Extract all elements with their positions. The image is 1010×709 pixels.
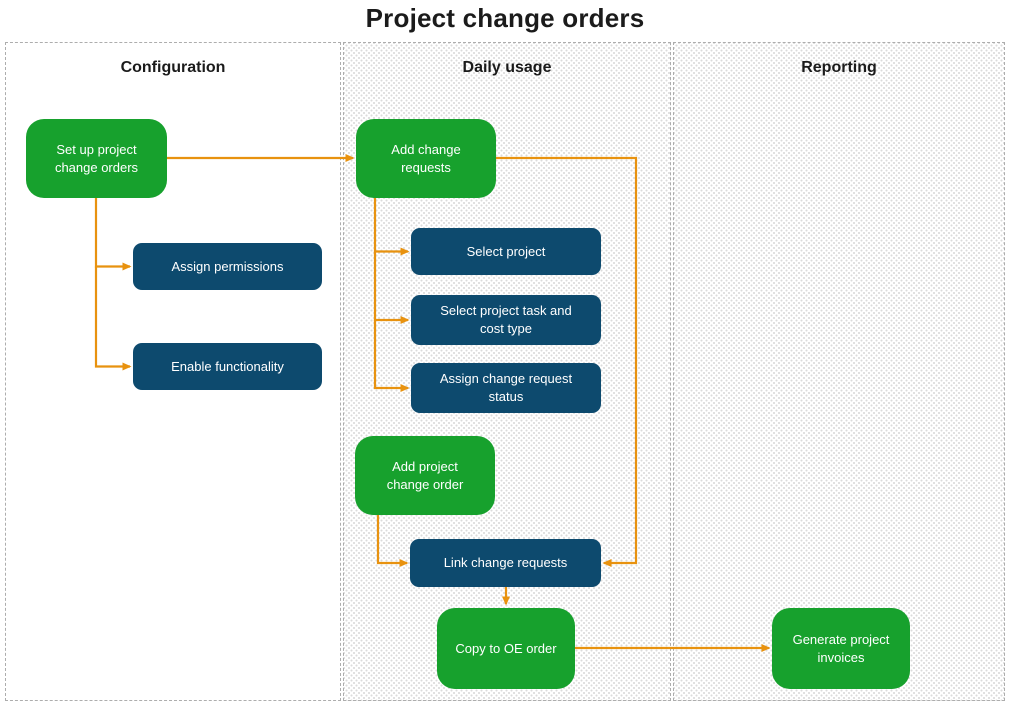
node-select-project-task-cost-type: Select project task and cost type	[411, 295, 601, 345]
node-enable-functionality: Enable functionality	[133, 343, 322, 390]
node-select-project: Select project	[411, 228, 601, 275]
node-assign-change-request-status: Assign change request status	[411, 363, 601, 413]
node-add-change-requests: Add change requests	[356, 119, 496, 198]
node-setup-project-change-orders: Set up project change orders	[26, 119, 167, 198]
page-title: Project change orders	[365, 3, 645, 33]
panel-daily-usage-header: Daily usage	[462, 59, 552, 76]
panel-reporting-header: Reporting	[801, 59, 877, 76]
node-add-project-change-order: Add project change order	[355, 436, 495, 515]
node-copy-to-oe-order: Copy to OE order	[437, 608, 575, 689]
panel-reporting: Reporting	[673, 42, 1005, 701]
node-link-change-requests: Link change requests	[410, 539, 601, 587]
node-assign-permissions: Assign permissions	[133, 243, 322, 290]
node-generate-project-invoices: Generate project invoices	[772, 608, 910, 689]
panel-configuration-header: Configuration	[120, 59, 226, 76]
